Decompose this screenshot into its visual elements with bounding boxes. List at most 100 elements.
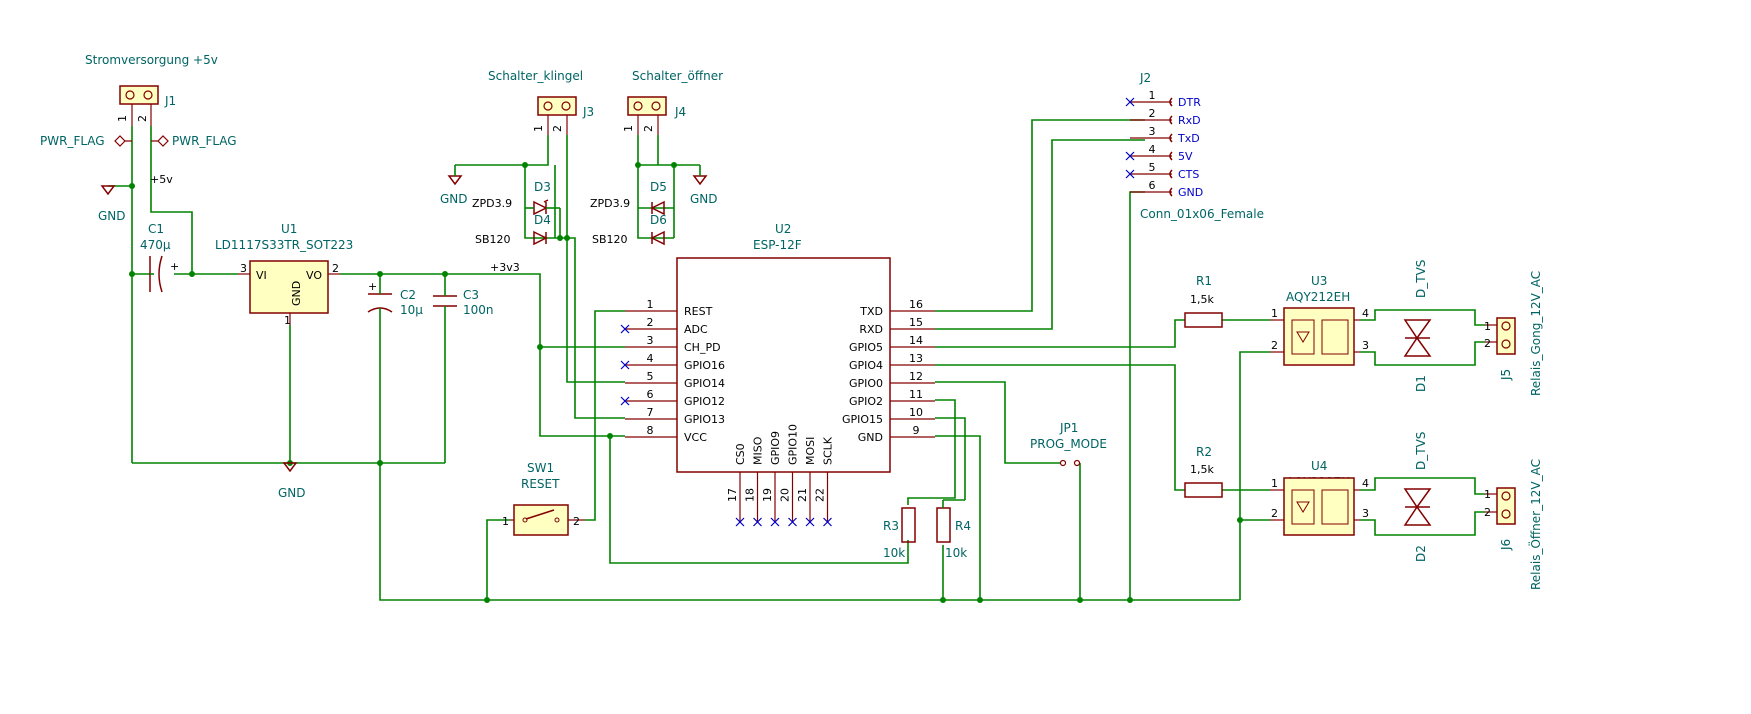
r4-value: 10k	[945, 546, 967, 560]
u1-pin-vo: VO	[306, 269, 322, 282]
esp-right-pin-label: GPIO0	[849, 377, 883, 390]
r1-value: 1,5k	[1190, 293, 1214, 306]
esp-bottom-pin-label: MOSI	[804, 437, 817, 465]
d5-ref: D5	[650, 180, 667, 194]
esp-left-pin-num: 4	[647, 352, 654, 365]
no-connect-marker	[805, 517, 815, 527]
resistor-r3: R3 10k	[883, 507, 916, 560]
j2-socket	[1169, 133, 1173, 143]
no-connect-marker	[753, 517, 762, 527]
u1-ref: U1	[281, 222, 297, 236]
sw1-ref: SW1	[527, 461, 554, 475]
esp-left-pin-label: GPIO13	[684, 413, 725, 426]
j2-pin-label: RxD	[1178, 114, 1201, 127]
u4-ref: U4	[1311, 459, 1327, 473]
esp-bottom-pin-label: GPIO9	[769, 431, 782, 465]
gnd-label-1: GND	[98, 209, 126, 223]
u1-value: LD1117S33TR_SOT223	[215, 238, 353, 252]
diode-d3: D3 ZPD3.9	[472, 180, 560, 216]
j1-pin2: 2	[136, 115, 149, 122]
d3-value: ZPD3.9	[472, 197, 512, 210]
c2-value: 10µ	[400, 303, 423, 317]
gnd-symbol-1: GND	[98, 185, 126, 223]
u3-pin1: 1	[1271, 307, 1278, 320]
esp-left-pin-label: REST	[684, 305, 713, 318]
j2-socket	[1169, 115, 1173, 125]
esp-bottom-pin-label: MISO	[752, 436, 765, 465]
r3-value: 10k	[883, 546, 905, 560]
esp-bottom-pin-num: 19	[761, 488, 774, 502]
tvs-d2: D_TVS D2	[1403, 432, 1432, 562]
no-connect-marker	[770, 517, 780, 527]
esp-bottom-pin-label: CS0	[734, 443, 747, 465]
diode-d5: D5 ZPD3.9	[590, 180, 667, 216]
j2-pin-label: TxD	[1177, 132, 1200, 145]
esp-right-pin-num: 16	[909, 298, 923, 311]
sw1-value: RESET	[521, 477, 560, 491]
r2-value: 1,5k	[1190, 463, 1214, 476]
j2-pin-label: DTR	[1178, 96, 1201, 109]
j2-socket	[1169, 187, 1173, 197]
j3-pin2: 2	[551, 125, 564, 132]
d5-value: ZPD3.9	[590, 197, 630, 210]
esp-left-pin-num: 3	[647, 334, 654, 347]
esp-left-pin-label: GPIO16	[684, 359, 725, 372]
u3-value: AQY212EH	[1286, 290, 1350, 304]
no-connect-marker	[1125, 151, 1135, 161]
connector-j5: 1 2 J5 Relais_Gong_12V_AC	[1484, 271, 1543, 396]
j2-pin-num: 1	[1149, 89, 1156, 102]
no-connect-marker	[620, 324, 630, 334]
d4-value: SB120	[475, 233, 511, 246]
esp-left-pin-label: GPIO12	[684, 395, 725, 408]
esp-left-pin-label: VCC	[684, 431, 707, 444]
resistor-r4: R4 10k	[936, 499, 971, 560]
esp-bottom-pin-num: 18	[744, 488, 757, 502]
connector-j1: 1 2 J1	[116, 85, 176, 126]
esp-right-pin-num: 12	[909, 370, 923, 383]
j2-ref: J2	[1139, 71, 1151, 85]
esp-left-pin-num: 8	[647, 424, 654, 437]
j5-pin2: 2	[1484, 337, 1491, 350]
esp-right-pin-label: TXD	[859, 305, 883, 318]
diode-d4: D4 SB120	[475, 213, 551, 246]
d2-ref: D2	[1414, 545, 1428, 562]
esp-right-pin-label: GND	[858, 431, 883, 444]
gnd-label-4: GND	[690, 192, 718, 206]
j2-pin-num: 3	[1149, 125, 1156, 138]
u2-ref: U2	[775, 222, 791, 236]
j3-pin1: 1	[532, 125, 545, 132]
sw1-pin2: 2	[573, 515, 580, 528]
esp-left-pin-num: 2	[647, 316, 654, 329]
jp1-value: PROG_MODE	[1030, 437, 1107, 451]
pwr-flag-right: PWR_FLAG	[151, 134, 237, 148]
d6-value: SB120	[592, 233, 628, 246]
gnd-symbol-3: GND	[440, 165, 468, 206]
j2-pin-num: 5	[1149, 161, 1156, 174]
j6-ref: J6	[1499, 539, 1513, 551]
esp-left-pin-label: ADC	[684, 323, 708, 336]
j3-ref: J3	[582, 105, 594, 119]
connector-j3: 1 2 J3	[532, 96, 594, 135]
no-connect-marker	[620, 360, 630, 370]
j6-pin2: 2	[1484, 506, 1491, 519]
j1-ref: J1	[164, 94, 176, 108]
u3-ref: U3	[1311, 274, 1327, 288]
u3-pin2: 2	[1271, 339, 1278, 352]
connector-j6: 1 2 J6 Relais_Öffner_12V_AC	[1484, 459, 1543, 590]
j2-pin-label: GND	[1178, 186, 1203, 199]
u3-pin4: 4	[1362, 307, 1369, 320]
d4-ref: D4	[534, 213, 551, 227]
capacitor-c3: C3 100n	[433, 288, 494, 317]
schalter-klingel-label: Schalter_klingel	[488, 69, 583, 83]
no-connect-marker	[620, 396, 630, 406]
pwr-flag-left: PWR_FLAG	[40, 134, 132, 148]
esp-left-pin-num: 7	[647, 406, 654, 419]
esp-bottom-pin-num: 20	[779, 488, 792, 502]
no-connect-marker	[788, 517, 797, 527]
resistor-r1: R1 1,5k	[1184, 274, 1223, 328]
esp-bottom-pin-num: 22	[814, 488, 827, 502]
u1-pin3: 3	[240, 262, 247, 275]
j4-ref: J4	[674, 105, 686, 119]
j2-pin-num: 6	[1149, 179, 1156, 192]
